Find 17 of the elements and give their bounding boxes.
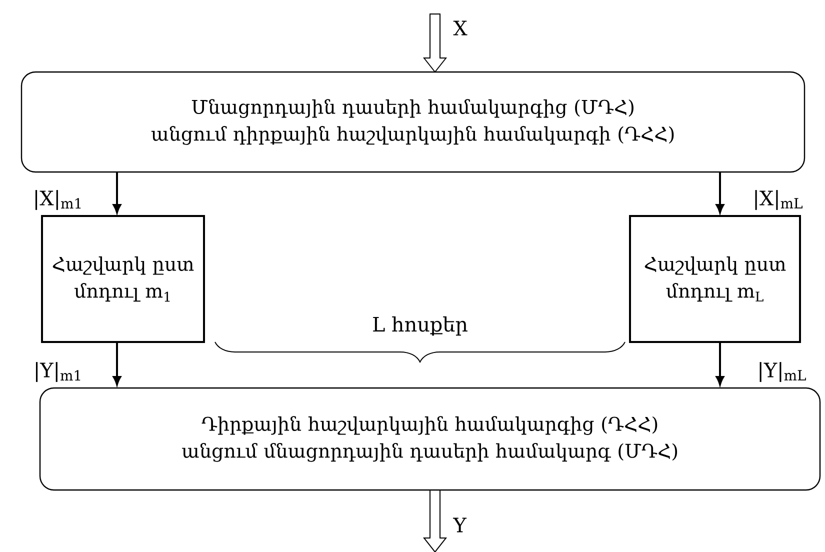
process-box: Դիրքային հաշվարկային համակարգից (ԴՀՀ) անցում մնացորդային դասերի համակարգ (ՄԴՀ) — [39, 387, 821, 491]
edge-label: X — [453, 20, 468, 36]
module-box: Հաշվարկ ըստ մոդուլ m$_{L}$ — [629, 215, 801, 343]
arrow — [716, 342, 724, 386]
edge-label: |X|$_{mL}$ — [755, 190, 802, 210]
brace-label: L հոսքեր — [373, 316, 468, 336]
module-box: Հաշվարկ ըստ մոդուլ m$_{1}$ — [41, 215, 205, 343]
edge-label: Y — [452, 518, 467, 532]
arrow — [112, 172, 122, 214]
process-box: Մնացորդային դասերի համակարգից (ՄԴՀ) անցում դիրքային հաշվարկային համակարգի (ԴՀՀ) — [20, 71, 806, 173]
edge-label: |Y|$_{m1}$ — [36, 362, 80, 382]
arrow — [112, 342, 122, 386]
arrow — [716, 172, 724, 214]
edge-label: |X|$_{m1}$ — [35, 190, 81, 210]
arrow — [422, 490, 448, 552]
edge-label: |Y|$_{mL}$ — [760, 362, 806, 382]
arrow — [422, 14, 448, 73]
